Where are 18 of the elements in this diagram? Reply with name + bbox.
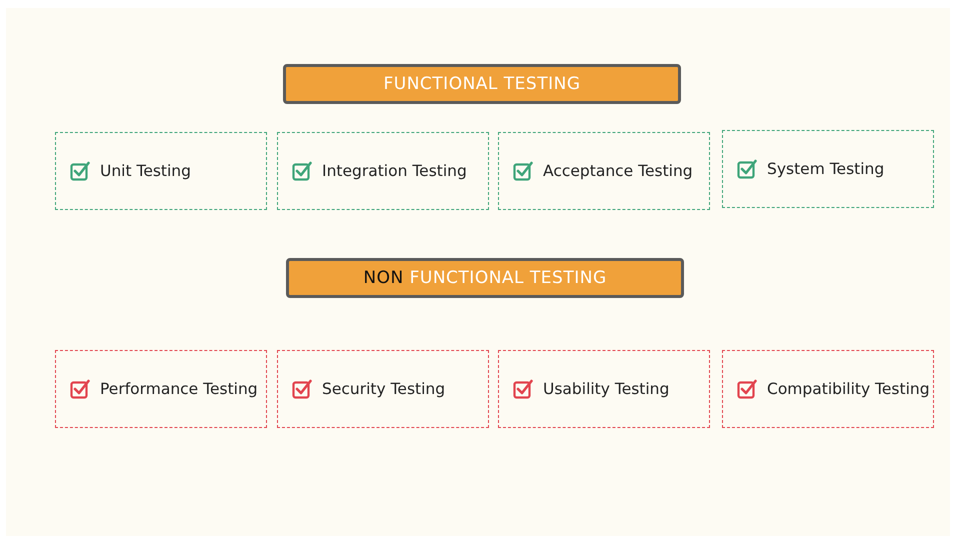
dashed-box	[722, 350, 934, 428]
dashed-box	[55, 132, 267, 210]
section-header: NON FUNCTIONAL TESTING	[286, 258, 684, 298]
section-header: FUNCTIONAL TESTING	[283, 64, 681, 104]
testing-type-label: System Testing	[767, 160, 884, 178]
dashed-box	[277, 132, 489, 210]
dashed-box	[277, 350, 489, 428]
dashed-box	[722, 130, 934, 208]
testing-type-label: Compatibility Testing	[767, 380, 930, 398]
testing-type-label: Unit Testing	[100, 162, 191, 180]
testing-type-label: Performance Testing	[100, 380, 258, 398]
dashed-box	[55, 350, 267, 428]
testing-type-label: Integration Testing	[322, 162, 467, 180]
testing-type-label: Acceptance Testing	[543, 162, 693, 180]
testing-type-label: Usability Testing	[543, 380, 670, 398]
testing-type-label: Security Testing	[322, 380, 446, 398]
dashed-box	[498, 350, 710, 428]
dashed-box	[498, 132, 710, 210]
